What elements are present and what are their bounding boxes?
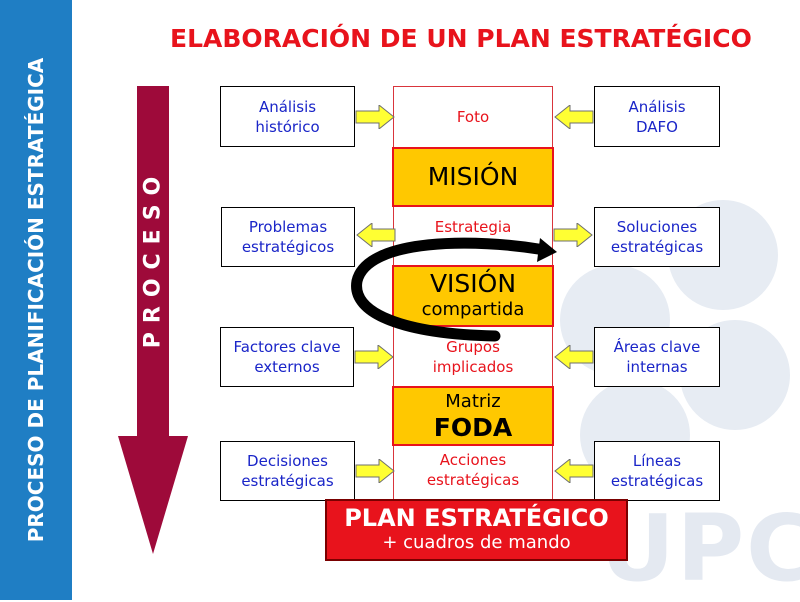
left-box: Problemas estratégicos xyxy=(221,207,355,267)
right-box: Líneas estratégicas xyxy=(594,441,720,501)
foda-label: FODA xyxy=(433,413,513,442)
yellow-arrow-left xyxy=(554,105,594,129)
left-box: Análisis histórico xyxy=(220,86,355,147)
cycle-arrow xyxy=(351,237,557,342)
page-title: ELABORACIÓN DE UN PLAN ESTRATÉGICO xyxy=(170,24,752,53)
yellow-arrow-left xyxy=(356,223,396,247)
vision-sub-label: compartida xyxy=(421,299,525,320)
sidebar-title: PROCESO DE PLANIFICACIÓN ESTRATÉGICA xyxy=(24,57,48,543)
yellow-arrow-left xyxy=(554,345,594,369)
process-arrow-shape xyxy=(118,86,188,554)
matriz-foda-box: Matriz FODA xyxy=(392,386,554,446)
right-box: Soluciones estratégicas xyxy=(594,207,720,267)
cycle-arrow-curve xyxy=(351,237,551,342)
yellow-arrow-left xyxy=(554,459,594,483)
yellow-arrow-right xyxy=(354,345,394,369)
yellow-arrow-right xyxy=(355,105,395,129)
left-box: Decisiones estratégicas xyxy=(220,441,355,501)
sidebar: PROCESO DE PLANIFICACIÓN ESTRATÉGICA xyxy=(0,0,72,600)
right-box: Áreas clave internas xyxy=(594,327,720,387)
plan-estrategico-box: PLAN ESTRATÉGICO + cuadros de mando xyxy=(325,499,628,561)
left-box: Factores clave externos xyxy=(220,327,354,387)
center-estrategia: Estrategia xyxy=(434,218,512,236)
center-foto: Foto xyxy=(456,108,490,126)
watermark-logo: UPC xyxy=(600,495,800,602)
cuadros-de-mando-label: + cuadros de mando xyxy=(382,532,571,553)
center-acciones: Acciones estratégicas xyxy=(426,451,520,489)
vision-label: VISIÓN xyxy=(429,269,517,298)
yellow-arrow-right xyxy=(355,459,395,483)
cycle-arrow-head xyxy=(537,238,557,262)
plan-estrategico-label: PLAN ESTRATÉGICO xyxy=(344,504,609,532)
center-grupos: Grupos implicados xyxy=(432,338,514,376)
right-box: Análisis DAFO xyxy=(594,86,720,147)
process-arrow xyxy=(118,86,188,554)
process-label: PROCESO xyxy=(140,167,166,349)
mision-label: MISIÓN xyxy=(427,162,519,191)
mision-box: MISIÓN xyxy=(392,147,554,207)
vision-box: VISIÓN compartida xyxy=(392,265,554,327)
matriz-label: Matriz xyxy=(445,391,501,412)
yellow-arrow-right xyxy=(553,223,593,247)
